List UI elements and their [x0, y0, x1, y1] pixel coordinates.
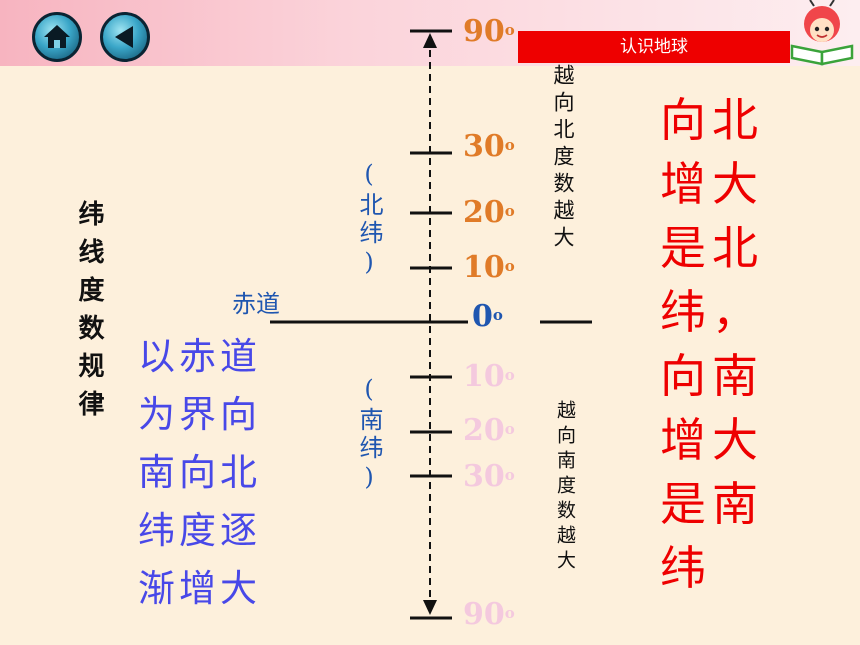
- left-heading: 纬线度数规律: [74, 200, 104, 428]
- rule-line: 为界向: [138, 393, 261, 436]
- home-icon: [44, 25, 70, 48]
- right-line: 是南: [660, 477, 764, 531]
- page-title: 认识地球: [518, 31, 790, 63]
- rule-line: 纬度逐: [138, 509, 261, 552]
- arrow-down-icon: [423, 600, 437, 615]
- degree-label-n30: 30o: [463, 129, 515, 164]
- north-description: 越向北度数越大: [551, 64, 575, 253]
- right-line: 是北: [660, 221, 764, 275]
- right-line: 增大: [660, 157, 764, 211]
- reading-child-mascot-icon: [790, 0, 854, 66]
- home-button[interactable]: [32, 12, 82, 62]
- degree-label-0: 0o: [472, 299, 503, 334]
- right-line: 向北: [660, 93, 764, 147]
- right-line: 增大: [660, 413, 764, 467]
- degree-label-s30: 30o: [463, 459, 515, 494]
- south-description: 越向南度数越大: [554, 400, 576, 575]
- degree-label-s90: 90o: [463, 597, 515, 632]
- rule-line: 以赤道: [138, 335, 261, 378]
- degree-label-n90: 90o: [463, 14, 515, 49]
- north-latitude-label: (北纬): [355, 160, 383, 280]
- back-button[interactable]: [100, 12, 150, 62]
- degree-label-n10: 10o: [463, 250, 515, 285]
- right-text-block: 向北 增大 是北 纬， 向南 增大 是南 纬: [660, 88, 764, 600]
- right-line: 纬，: [660, 285, 764, 339]
- arrow-up-icon: [423, 33, 437, 48]
- equator-label: 赤道: [232, 290, 280, 318]
- south-latitude-label: (南纬): [355, 375, 383, 495]
- degree-label-s20: 20o: [463, 413, 515, 448]
- rule-text-block: 以赤道 为界向 南向北 纬度逐 渐增大: [138, 328, 261, 618]
- rule-line: 南向北: [138, 451, 261, 494]
- right-line: 纬: [660, 541, 712, 595]
- right-line: 向南: [660, 349, 764, 403]
- degree-label-s10: 10o: [463, 359, 515, 394]
- degree-label-n20: 20o: [463, 195, 515, 230]
- back-triangle-icon: [115, 26, 133, 48]
- rule-line: 渐增大: [138, 567, 261, 610]
